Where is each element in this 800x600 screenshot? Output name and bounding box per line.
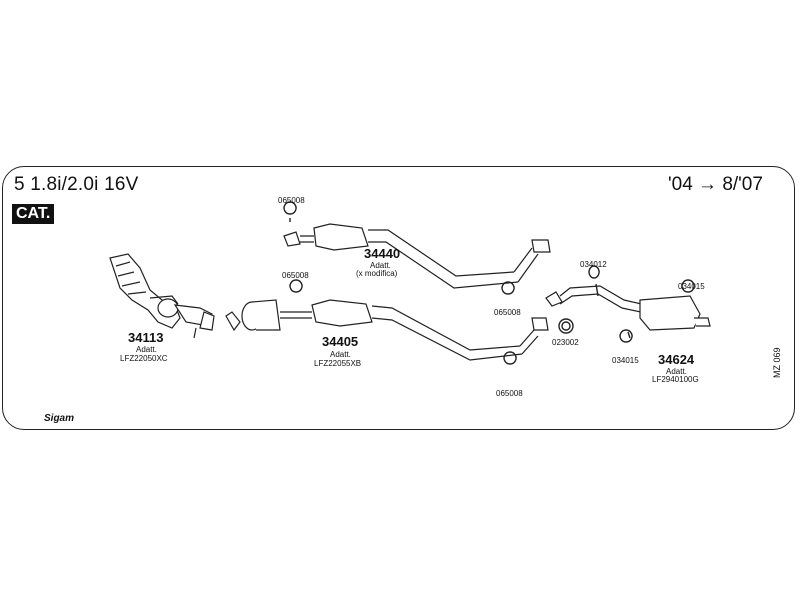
part-note-34440-mod: (x modifica) bbox=[356, 269, 398, 278]
part-note-34113-oem: LFZ22050XC bbox=[120, 354, 168, 363]
hanger-code-065008-right: 065008 bbox=[494, 308, 521, 317]
part-number-34440: 34440 bbox=[364, 246, 401, 261]
diagram-reference: MZ 069 bbox=[772, 347, 782, 378]
year-range: '04 → 8/'07 bbox=[668, 174, 763, 195]
manifold-34113-drawing bbox=[109, 253, 215, 339]
hanger-code-034015-bottom: 034015 bbox=[612, 356, 639, 365]
vehicle-title: 5 1.8i/2.0i 16V bbox=[14, 174, 139, 195]
hanger-code-034012: 034012 bbox=[580, 260, 607, 269]
hanger-code-034015-right: 034015 bbox=[678, 282, 705, 291]
cat-badge: CAT. bbox=[12, 204, 55, 224]
part-number-34624: 34624 bbox=[658, 352, 695, 367]
part-note-34624-adapt: Adatt. bbox=[666, 367, 687, 376]
rear-silencer-34624-drawing bbox=[545, 285, 711, 331]
part-number-34113: 34113 bbox=[128, 330, 164, 345]
part-note-34624-oem: LF2940100G bbox=[652, 375, 699, 384]
hanger-symbols bbox=[283, 201, 695, 365]
hanger-code-065008-mid: 065008 bbox=[282, 271, 309, 280]
part-note-34113-adapt: Adatt. bbox=[136, 345, 157, 354]
brand-logo: Sigam bbox=[44, 413, 75, 424]
part-number-34405: 34405 bbox=[322, 334, 359, 349]
part-note-34405-oem: LFZ22055XB bbox=[314, 359, 362, 368]
part-note-34440-adapt: Adatt. bbox=[370, 261, 391, 270]
gasket-code-023002: 023002 bbox=[552, 338, 579, 347]
catalyst-pipe-34440-drawing bbox=[283, 223, 551, 289]
catalyst-pipe-34405-drawing bbox=[225, 299, 549, 361]
part-note-34405-adapt: Adatt. bbox=[330, 350, 351, 359]
hanger-code-065008-bottom: 065008 bbox=[496, 389, 523, 398]
diagram-frame bbox=[2, 166, 795, 430]
hanger-code-065008-top: 065008 bbox=[278, 196, 305, 205]
